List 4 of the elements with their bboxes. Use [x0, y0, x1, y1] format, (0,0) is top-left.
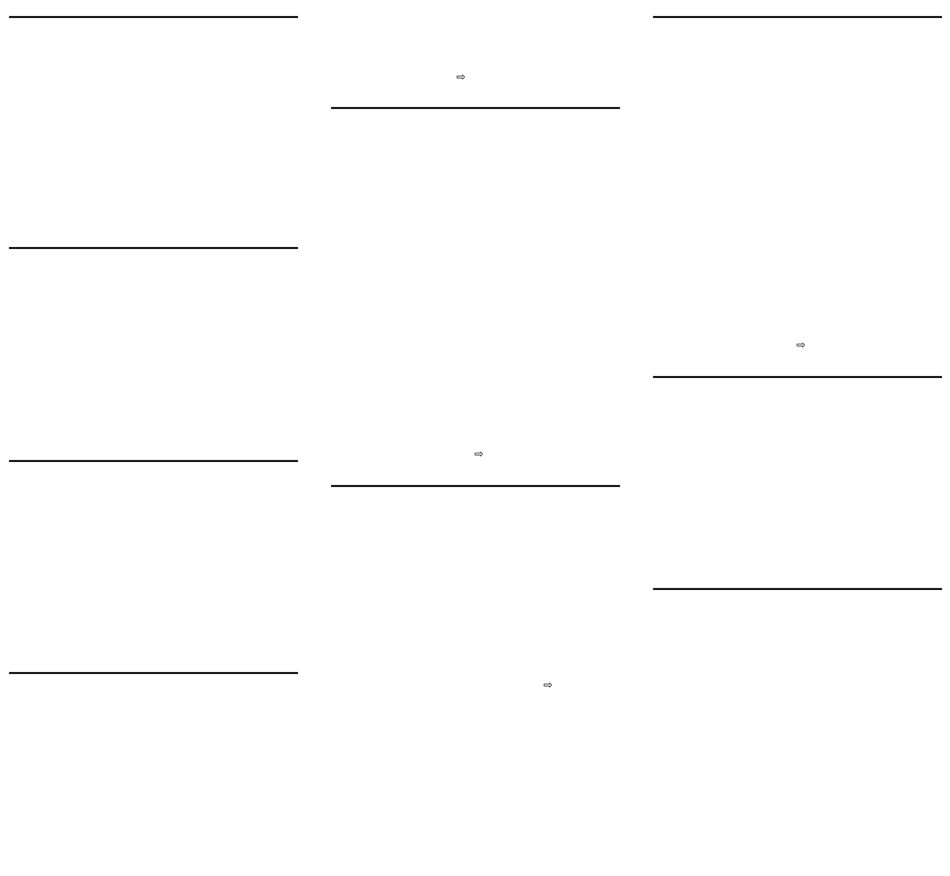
arrow-symbol: ⇨: [796, 340, 806, 350]
arrow-symbol: ⇨: [456, 72, 466, 82]
arrow-symbol: ⇨: [543, 680, 553, 690]
arrow-symbol: ⇨: [474, 448, 484, 460]
